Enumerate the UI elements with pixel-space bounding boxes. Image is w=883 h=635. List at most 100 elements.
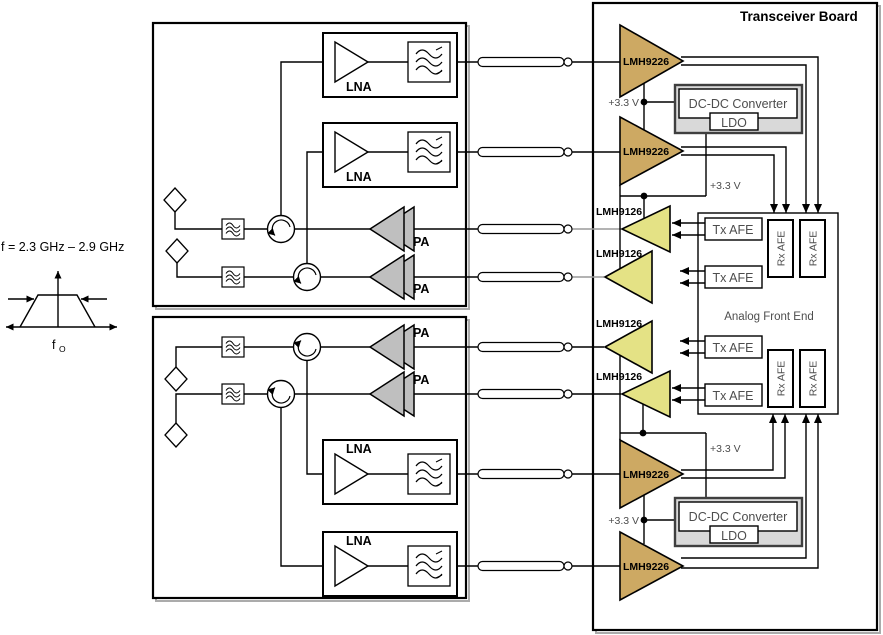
rx-afe-label: Rx AFE: [808, 361, 820, 397]
center-freq-label: f: [52, 338, 56, 352]
rx-signal-arrow: [681, 414, 810, 559]
pa-label: PA: [413, 282, 429, 296]
ldo-label: LDO: [721, 529, 747, 543]
tx-amp-lmh9126: [620, 369, 671, 419]
rx-afe-box: [767, 219, 794, 278]
tx-amp-lmh9126: [603, 319, 653, 375]
rx-afe-label: Rx AFE: [808, 231, 820, 267]
rx-signal-arrow: [681, 56, 822, 213]
tx-amp-lmh9126: [603, 249, 653, 305]
coax-line: [477, 388, 573, 400]
lna-block-4: LNA: [322, 531, 458, 597]
spectrum-legend: f = 2.3 GHz – 2.9 GHz f O: [1, 240, 124, 354]
rx-afe-label: Rx AFE: [776, 361, 788, 397]
coax-line: [477, 56, 573, 68]
supply-node-dot: [640, 98, 648, 106]
tx-amp-label: LMH9126: [596, 248, 642, 260]
rx-signal-arrow: [681, 64, 810, 213]
pa-label: PA: [413, 235, 429, 249]
rx-amp-lmh9226: [619, 23, 685, 99]
dcdc-label: DC-DC Converter: [689, 97, 788, 111]
dcdc-converter-block-2: DC-DC Converter LDO: [673, 496, 804, 548]
coax-line: [477, 223, 573, 235]
lna-block-3: LNA: [322, 439, 458, 505]
bandpass-filter-icon: [221, 218, 245, 240]
bandpass-filter-icon: [221, 266, 245, 288]
ldo-box: [709, 112, 759, 131]
supply-node-dot: [639, 429, 647, 437]
coax-line: [477, 468, 573, 480]
circulator-icon: [268, 216, 295, 243]
tx-amp-lmh9126: [620, 204, 671, 254]
lna-label: LNA: [346, 80, 372, 94]
rx-amp-label: LMH9226: [623, 56, 669, 68]
wire-antenna4: [175, 393, 222, 423]
rx-amp-label: LMH9226: [623, 469, 669, 481]
circulator-icon: [268, 381, 295, 408]
lna-block-2: LNA: [322, 122, 458, 188]
coax-line: [477, 560, 573, 572]
bandpass-filter-icon: [221, 336, 245, 358]
coax-line: [477, 146, 573, 158]
bandpass-filter-icon: [407, 545, 451, 587]
tx-amp-label: LMH9126: [596, 371, 642, 383]
lna-block-1: LNA: [322, 32, 458, 98]
rx-afe-box: [767, 349, 794, 408]
bandpass-filter-icon: [407, 41, 451, 83]
tx-afe-box: [704, 265, 763, 289]
wire-antenna2: [176, 263, 222, 278]
wire-circ4-lna4: [280, 407, 335, 567]
supply-node-dot: [640, 192, 648, 200]
rx-afe-label: Rx AFE: [776, 231, 788, 267]
rx-signal-arrow: [681, 146, 790, 213]
rx-afe-box: [799, 219, 826, 278]
lna-label: LNA: [346, 442, 372, 456]
tx-amp-label: LMH9126: [596, 318, 642, 330]
tx-amp-label: LMH9126: [596, 206, 642, 218]
freq-range-label: f = 2.3 GHz – 2.9 GHz: [1, 240, 124, 254]
ldo-label: LDO: [721, 116, 747, 130]
pa-label: PA: [413, 373, 429, 387]
lna-label: LNA: [346, 170, 372, 184]
rx-amp-label: LMH9226: [623, 146, 669, 158]
rx-signal-arrow: [681, 414, 822, 569]
board-title: Transceiver Board: [740, 9, 858, 24]
passband-trapezoid: [19, 294, 96, 328]
wire-antenna1: [174, 212, 222, 230]
bandpass-filter-icon: [407, 453, 451, 495]
bandpass-filter-icon: [407, 131, 451, 173]
supply-label: +3.3 V: [710, 180, 741, 192]
coax-line: [477, 341, 573, 353]
rx-amp-lmh9226: [619, 438, 685, 510]
lna-label: LNA: [346, 534, 372, 548]
supply-label: +3.3 V: [710, 443, 741, 455]
circulator-icon: [294, 334, 321, 361]
center-freq-subscript: O: [59, 344, 66, 354]
circulator-icon: [294, 264, 321, 291]
pa-label: PA: [413, 326, 429, 340]
rx-afe-box: [799, 349, 826, 408]
supply-label: +3.3 V: [608, 97, 639, 109]
bandpass-filter-icon: [221, 383, 245, 405]
rx-amp-lmh9226: [619, 530, 685, 602]
tx-afe-box: [704, 217, 763, 241]
rx-signal-arrow: [681, 414, 777, 471]
tx-afe-label: Tx AFE: [713, 223, 754, 237]
tx-afe-label: Tx AFE: [713, 271, 754, 285]
tx-afe-box: [704, 383, 763, 407]
supply-node-dot: [640, 516, 648, 524]
rx-signal-arrow: [681, 414, 789, 479]
rx-amp-label: LMH9226: [623, 561, 669, 573]
afe-title: Analog Front End: [724, 311, 814, 323]
dcdc-label: DC-DC Converter: [689, 510, 788, 524]
supply-label: +3.3 V: [608, 515, 639, 527]
wire-antenna3: [175, 346, 222, 367]
coax-line: [477, 271, 573, 283]
tx-afe-box: [704, 335, 763, 359]
rx-signal-arrow: [681, 154, 778, 213]
tx-afe-label: Tx AFE: [713, 389, 754, 403]
rx-amp-lmh9226: [619, 115, 685, 187]
ldo-box: [709, 525, 759, 544]
dcdc-converter-block-1: DC-DC Converter LDO: [673, 83, 804, 135]
